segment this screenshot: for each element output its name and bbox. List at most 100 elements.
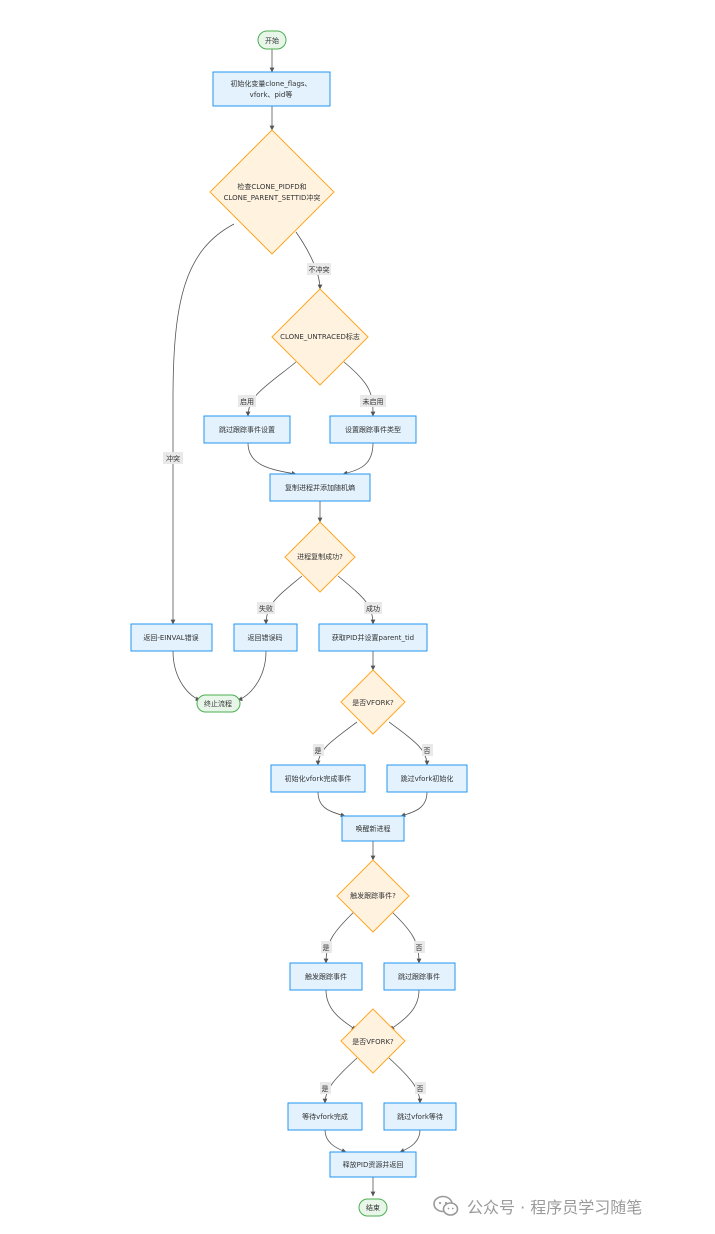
svg-text:终止流程: 终止流程 bbox=[204, 699, 232, 708]
edge-skiptrace-vfork2 bbox=[389, 989, 420, 1031]
svg-text:检查CLONE_PIDFD和: 检查CLONE_PIDFD和 bbox=[237, 182, 306, 191]
edge-label-conflict: 冲突 bbox=[163, 452, 183, 464]
svg-text:初始化vfork完成事件: 初始化vfork完成事件 bbox=[285, 774, 352, 783]
svg-text:未启用: 未启用 bbox=[363, 397, 384, 406]
wake-new-process-node: 唤醒新进程 bbox=[341, 815, 405, 842]
edge-untraced-set bbox=[343, 361, 376, 417]
edge-errcode-terminate bbox=[237, 650, 267, 702]
check-conflict-decision: 检查CLONE_PIDFD和 CLONE_PARENT_SETTID冲突 bbox=[209, 129, 335, 255]
edge-skipwait-release bbox=[399, 1129, 421, 1153]
svg-text:是否VFORK?: 是否VFORK? bbox=[352, 1038, 394, 1046]
wait-vfork-node: 等待vfork完成 bbox=[287, 1102, 363, 1131]
untraced-decision: CLONE_UNTRACED标志 bbox=[271, 288, 369, 386]
edge-label-no-1: 否 bbox=[422, 744, 433, 756]
edge-init-wake bbox=[317, 791, 346, 818]
svg-text:CLONE_PARENT_SETTID冲突: CLONE_PARENT_SETTID冲突 bbox=[224, 193, 321, 202]
edge-einval-terminate bbox=[172, 650, 201, 702]
edge-vfork1-init bbox=[315, 721, 358, 766]
svg-text:返回-EINVAL错误: 返回-EINVAL错误 bbox=[143, 633, 198, 642]
edge-label-no-conflict: 不冲突 bbox=[307, 263, 331, 275]
svg-text:否: 否 bbox=[416, 944, 423, 952]
svg-text:不冲突: 不冲突 bbox=[309, 265, 330, 274]
svg-text:设置跟踪事件类型: 设置跟踪事件类型 bbox=[345, 425, 401, 434]
svg-text:等待vfork完成: 等待vfork完成 bbox=[302, 1112, 348, 1121]
edge-vfork2-skipwait bbox=[388, 1057, 423, 1104]
watermark: 公众号 · 程序员学习随笔 bbox=[433, 1194, 642, 1218]
edge-label-enabled: 启用 bbox=[238, 395, 256, 407]
return-errcode-node: 返回错误码 bbox=[233, 623, 298, 652]
copy-process-node: 复制进程并添加随机熵 bbox=[269, 473, 371, 502]
edge-trigger-yes bbox=[323, 910, 356, 964]
edge-label-yes-1: 是 bbox=[313, 744, 324, 756]
edge-check-untraced bbox=[295, 231, 323, 290]
svg-text:启用: 启用 bbox=[240, 397, 254, 406]
trigger-trace-decision: 触发跟踪事件? bbox=[336, 859, 410, 933]
is-vfork-decision-2: 是否VFORK? bbox=[340, 1008, 406, 1074]
watermark-text: 公众号 · 程序员学习随笔 bbox=[467, 1198, 643, 1217]
svg-text:获取PID并设置parent_tid: 获取PID并设置parent_tid bbox=[332, 633, 414, 642]
svg-text:否: 否 bbox=[424, 747, 431, 755]
edge-label-no-2: 否 bbox=[414, 941, 425, 953]
svg-text:跳过vfork初始化: 跳过vfork初始化 bbox=[401, 774, 454, 783]
svg-text:是否VFORK?: 是否VFORK? bbox=[352, 699, 394, 707]
svg-text:触发跟踪事件?: 触发跟踪事件? bbox=[350, 891, 396, 900]
edge-skip-wake bbox=[400, 791, 428, 818]
svg-text:触发跟踪事件: 触发跟踪事件 bbox=[305, 972, 347, 981]
edge-set-copy bbox=[342, 442, 374, 476]
svg-text:返回错误码: 返回错误码 bbox=[248, 633, 283, 642]
copy-success-decision: 进程复制成功? bbox=[284, 521, 356, 593]
svg-text:初始化变量clone_flags、: 初始化变量clone_flags、 bbox=[230, 79, 311, 88]
svg-text:CLONE_UNTRACED标志: CLONE_UNTRACED标志 bbox=[280, 332, 360, 341]
edge-untraced-skip bbox=[245, 361, 297, 417]
svg-text:结束: 结束 bbox=[366, 1203, 380, 1212]
edge-success-getpid bbox=[337, 575, 376, 625]
svg-text:跳过跟踪事件设置: 跳过跟踪事件设置 bbox=[219, 425, 275, 434]
skip-vfork-init-node: 跳过vfork初始化 bbox=[386, 764, 468, 793]
edge-trigger-no bbox=[390, 910, 422, 964]
edge-check-einval bbox=[170, 223, 235, 625]
svg-text:否: 否 bbox=[417, 1085, 424, 1093]
edge-success-errcode bbox=[263, 575, 303, 625]
svg-text:复制进程并添加随机熵: 复制进程并添加随机熵 bbox=[285, 483, 355, 492]
svg-text:vfork、pid等: vfork、pid等 bbox=[250, 90, 293, 99]
svg-text:成功: 成功 bbox=[366, 604, 380, 613]
edge-vfork1-skip bbox=[388, 721, 430, 766]
edge-vfork2-wait bbox=[322, 1057, 358, 1104]
start-node: 开始 bbox=[257, 30, 287, 50]
svg-text:进程复制成功?: 进程复制成功? bbox=[297, 552, 343, 561]
svg-text:失败: 失败 bbox=[259, 604, 273, 613]
edge-label-yes-3: 是 bbox=[320, 1082, 331, 1094]
set-trace-type-node: 设置跟踪事件类型 bbox=[329, 415, 417, 444]
skip-vfork-wait-node: 跳过vfork等待 bbox=[383, 1102, 457, 1131]
terminate-node: 终止流程 bbox=[196, 694, 241, 713]
edge-label-success: 成功 bbox=[364, 602, 382, 614]
edge-label-fail: 失败 bbox=[257, 602, 275, 614]
edge-skip-copy bbox=[247, 442, 297, 476]
svg-text:跳过跟踪事件: 跳过跟踪事件 bbox=[398, 972, 440, 981]
edge-label-no-3: 否 bbox=[415, 1082, 426, 1094]
init-node: 初始化变量clone_flags、 vfork、pid等 bbox=[212, 71, 331, 107]
svg-text:是: 是 bbox=[315, 747, 322, 755]
return-einval-node: 返回-EINVAL错误 bbox=[130, 623, 213, 652]
end-node: 结束 bbox=[358, 1198, 388, 1217]
svg-text:开始: 开始 bbox=[265, 36, 279, 45]
svg-text:唤醒新进程: 唤醒新进程 bbox=[356, 824, 391, 833]
svg-text:冲突: 冲突 bbox=[166, 454, 180, 463]
release-pid-node: 释放PID资源并返回 bbox=[329, 1151, 417, 1178]
svg-text:跳过vfork等待: 跳过vfork等待 bbox=[397, 1112, 443, 1121]
edge-label-not-enabled: 未启用 bbox=[360, 395, 386, 407]
get-pid-node: 获取PID并设置parent_tid bbox=[318, 623, 428, 652]
trigger-trace-node: 触发跟踪事件 bbox=[289, 962, 363, 991]
wechat-icon bbox=[433, 1195, 459, 1216]
init-vfork-done-node: 初始化vfork完成事件 bbox=[270, 764, 366, 793]
edge-triggertrace-vfork2 bbox=[325, 989, 357, 1031]
skip-trace-setup-node: 跳过跟踪事件设置 bbox=[203, 415, 291, 444]
skip-trace-node: 跳过跟踪事件 bbox=[383, 962, 456, 991]
edge-label-yes-2: 是 bbox=[321, 941, 332, 953]
svg-text:是: 是 bbox=[322, 1085, 329, 1093]
svg-text:是: 是 bbox=[323, 944, 330, 952]
edge-wait-release bbox=[324, 1129, 347, 1153]
is-vfork-decision-1: 是否VFORK? bbox=[340, 669, 406, 735]
svg-text:释放PID资源并返回: 释放PID资源并返回 bbox=[343, 1160, 404, 1169]
